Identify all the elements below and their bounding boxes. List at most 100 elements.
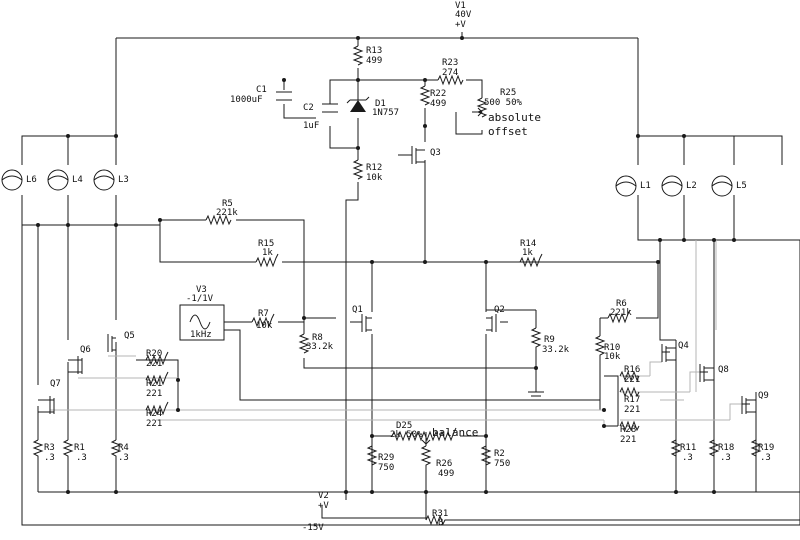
lamp-l2-icon bbox=[661, 175, 683, 197]
r7-name: R7 bbox=[258, 309, 269, 319]
q8-label: Q8 bbox=[718, 365, 729, 375]
q1-label: Q1 bbox=[352, 305, 363, 315]
l3-label: L3 bbox=[118, 175, 129, 185]
r10-name: R10 bbox=[604, 343, 620, 353]
q7-label: Q7 bbox=[50, 379, 61, 389]
q6-label: Q6 bbox=[80, 345, 91, 355]
r1-name: R1 bbox=[74, 443, 85, 453]
l6-label: L6 bbox=[26, 175, 37, 185]
r4-name: R4 bbox=[118, 443, 129, 453]
gray-wires bbox=[50, 240, 742, 426]
d25-value: 2k 50% bbox=[390, 430, 423, 440]
transistor-q6-icon bbox=[68, 356, 83, 374]
r2-value: 750 bbox=[494, 459, 510, 469]
v3-freq: 1kHz bbox=[190, 330, 212, 340]
labels: V1 40V +V R13 499 R23 274 C1 1000uF R22 … bbox=[26, 1, 774, 533]
capacitors bbox=[276, 91, 338, 119]
r20-value: 221 bbox=[146, 359, 162, 369]
r3-name: R3 bbox=[44, 443, 55, 453]
v2-symbol: +V bbox=[318, 501, 329, 511]
r12-name: R12 bbox=[366, 163, 382, 173]
d25-note: balance bbox=[432, 426, 478, 439]
r11-name: R11 bbox=[680, 443, 696, 453]
r16-value: 221 bbox=[624, 375, 640, 385]
r6-name: R6 bbox=[616, 299, 627, 309]
q4-label: Q4 bbox=[678, 341, 689, 351]
r8-name: R8 bbox=[312, 333, 323, 343]
r28-value: 221 bbox=[620, 435, 636, 445]
q3-label: Q3 bbox=[430, 148, 441, 158]
transistor-q2-icon bbox=[486, 314, 497, 332]
r10-value: 10k bbox=[604, 352, 621, 362]
lamp-l1-icon bbox=[615, 175, 637, 197]
r29-value: 750 bbox=[378, 463, 394, 473]
transistors bbox=[38, 146, 756, 414]
sine-wave-icon bbox=[189, 314, 211, 330]
c1-name: C1 bbox=[256, 85, 267, 95]
r2-name: R2 bbox=[494, 449, 505, 459]
v1-symbol: +V bbox=[455, 20, 466, 30]
d1-name: D1 bbox=[375, 99, 386, 109]
r5-value: 221k bbox=[216, 208, 238, 218]
l4-label: L4 bbox=[72, 175, 83, 185]
lamp-l5-icon bbox=[711, 175, 733, 197]
r25-value: 500 50% bbox=[484, 98, 523, 108]
r5-name: R5 bbox=[222, 199, 233, 209]
transistor-q7-icon bbox=[38, 396, 55, 414]
c2-name: C2 bbox=[303, 103, 314, 113]
r25-note-absolute: absolute bbox=[488, 111, 541, 124]
r22-value: 499 bbox=[430, 99, 446, 109]
l2-label: L2 bbox=[686, 181, 697, 191]
transistor-q1-icon bbox=[361, 314, 372, 332]
l1-label: L1 bbox=[640, 181, 651, 191]
pot-wiper-d25-icon bbox=[421, 432, 431, 446]
r14-name: R14 bbox=[520, 239, 536, 249]
lamp-l3-icon bbox=[93, 169, 115, 191]
v1-value: 40V bbox=[455, 10, 472, 20]
transistor-q9-icon bbox=[741, 396, 756, 414]
r21-name: R21 bbox=[146, 379, 162, 389]
r12-value: 10k bbox=[366, 173, 383, 183]
r3-value: .3 bbox=[44, 453, 55, 463]
lamp-l4-icon bbox=[47, 169, 69, 191]
r31-value: 8 bbox=[438, 518, 443, 528]
v2-value: -15V bbox=[302, 523, 324, 533]
transistor-q4-icon bbox=[661, 344, 676, 362]
r11-value: .3 bbox=[682, 453, 693, 463]
d1-value: 1N757 bbox=[372, 108, 399, 118]
r7-value: 10k bbox=[256, 321, 273, 331]
r19-value: .3 bbox=[760, 453, 771, 463]
r15-value: 1k bbox=[262, 248, 273, 258]
r23-name: R23 bbox=[442, 58, 458, 68]
r21-value: 221 bbox=[146, 389, 162, 399]
v3-value: -1/1V bbox=[186, 294, 214, 304]
q5-label: Q5 bbox=[124, 331, 135, 341]
r28-name: R28 bbox=[620, 425, 636, 435]
l5-label: L5 bbox=[736, 181, 747, 191]
r29-name: R29 bbox=[378, 453, 394, 463]
r14-value: 1k bbox=[522, 248, 533, 258]
r8-value: 33.2k bbox=[306, 342, 334, 352]
lamp-l6-icon bbox=[1, 169, 23, 191]
r1-value: .3 bbox=[76, 453, 87, 463]
r17-name: R17 bbox=[624, 395, 640, 405]
r9-value: 33.2k bbox=[542, 345, 570, 355]
r13-name: R13 bbox=[366, 46, 382, 56]
lamps bbox=[1, 169, 733, 197]
v1-name: V1 bbox=[455, 1, 466, 11]
r18-name: R18 bbox=[718, 443, 734, 453]
transistor-q3-icon bbox=[411, 146, 425, 164]
r19-name: R19 bbox=[758, 443, 774, 453]
q9-label: Q9 bbox=[758, 391, 769, 401]
r6-value: 221k bbox=[610, 308, 632, 318]
r18-value: .3 bbox=[720, 453, 731, 463]
r23-value: 274 bbox=[442, 68, 458, 78]
r4-value: .3 bbox=[118, 453, 129, 463]
v3-name: V3 bbox=[196, 285, 207, 295]
pot-wiper-icon bbox=[472, 107, 483, 117]
v2-name: V2 bbox=[318, 491, 329, 501]
r26-name: R26 bbox=[436, 459, 452, 469]
r15-name: R15 bbox=[258, 239, 274, 249]
r17-value: 221 bbox=[624, 405, 640, 415]
